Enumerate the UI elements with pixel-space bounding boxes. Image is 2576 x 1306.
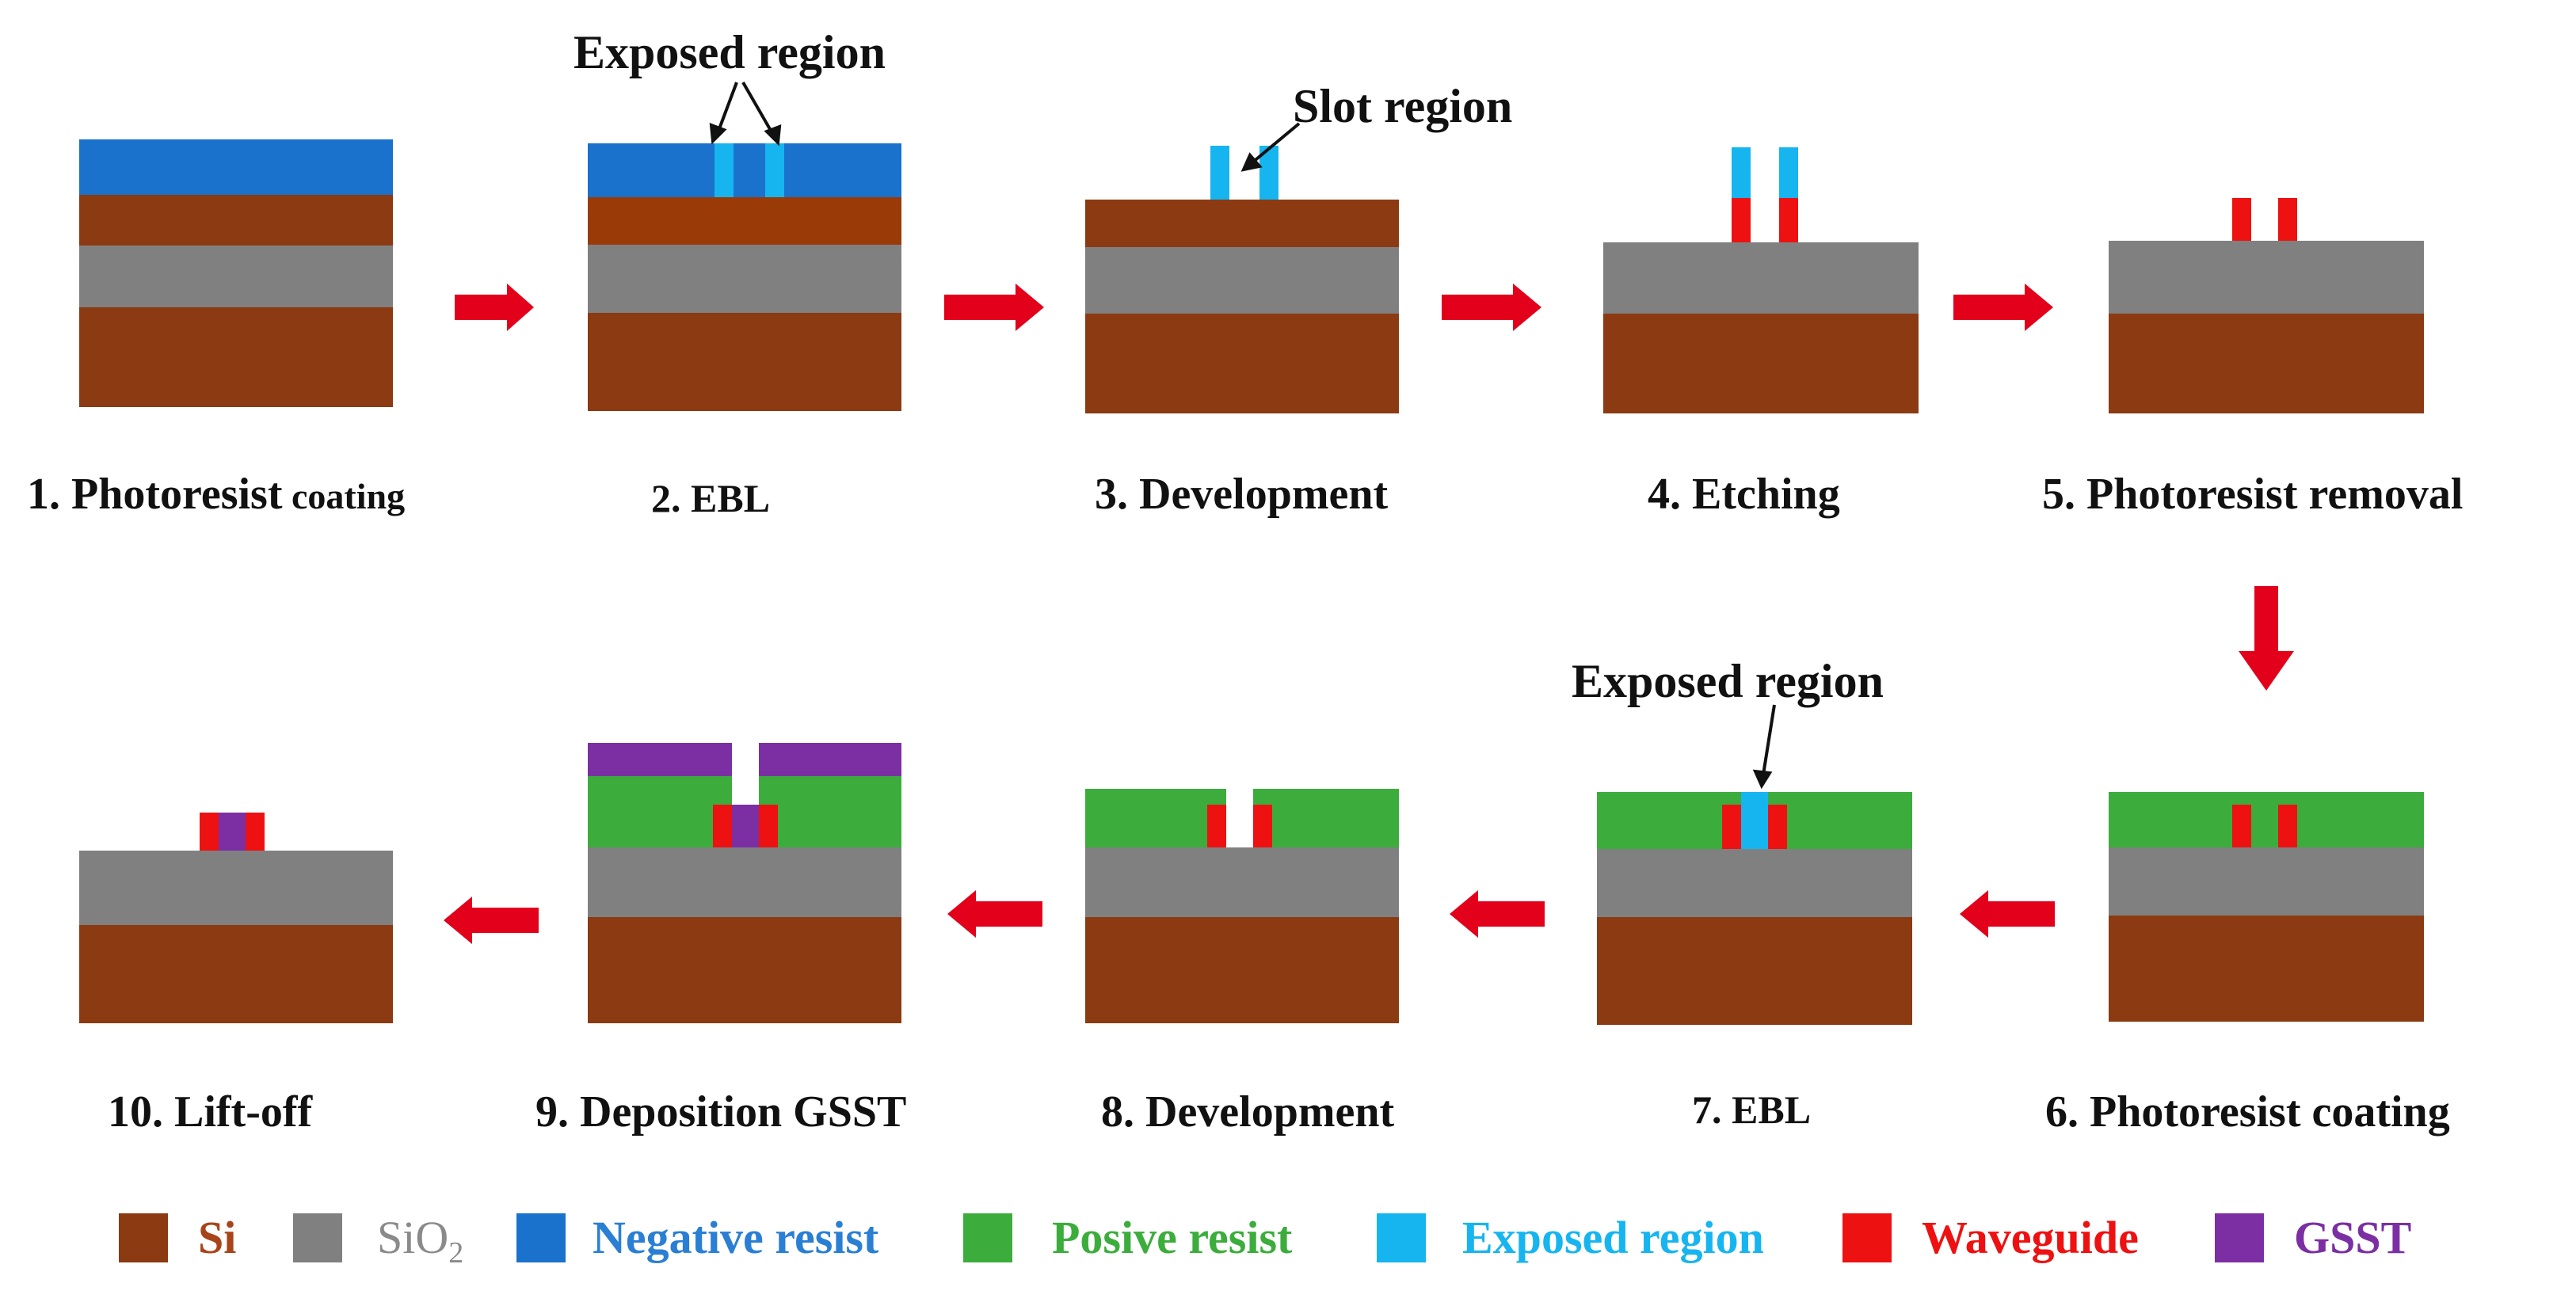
exposed-region-top-pointers <box>709 82 782 147</box>
si-top-layer <box>79 195 393 246</box>
caption-step-7: 7. EBL <box>1692 1087 1812 1132</box>
waveguide-right <box>2278 805 2297 847</box>
legend-label-sio2-main: SiO <box>377 1212 449 1263</box>
positive-resist-right <box>759 776 901 847</box>
legend-label-exposed-region: Exposed region <box>1462 1212 1764 1263</box>
caption-step-4: 4. Etching <box>1648 470 1840 519</box>
waveguide-right <box>2278 198 2297 241</box>
exposed-region <box>1741 792 1768 849</box>
waveguide-left <box>1722 805 1741 849</box>
annotation-slot-region: Slot region <box>1293 80 1513 132</box>
arrow-right-3-4 <box>1442 284 1541 331</box>
arrow-left-7-8 <box>1450 890 1545 938</box>
legend-swatch-positive-resist <box>963 1213 1012 1262</box>
caption-step-9: 9. Deposition GSST <box>535 1087 907 1137</box>
positive-resist-right <box>1253 789 1399 847</box>
exposed-region-left <box>1210 146 1229 200</box>
arrow-left-6-7 <box>1960 890 2055 938</box>
exposed-region-left <box>1732 147 1751 198</box>
sio2-layer <box>1603 242 1919 314</box>
arrow-down-5-6 <box>2239 586 2294 691</box>
legend-swatch-gsst <box>2215 1213 2264 1262</box>
gsst-top-right <box>759 743 901 776</box>
legend-swatch-sio2 <box>293 1213 342 1262</box>
exposed-region-left <box>714 143 734 197</box>
legend-label-gsst: GSST <box>2294 1212 2412 1263</box>
annotation-exposed-region-top: Exposed region <box>574 26 886 78</box>
si-substrate <box>1085 917 1399 1023</box>
gsst-fill <box>219 813 246 851</box>
waveguide-right <box>1779 198 1798 242</box>
si-substrate <box>79 925 393 1023</box>
arrow-right-2-3 <box>944 284 1044 331</box>
waveguide-left <box>2232 198 2251 241</box>
legend-label-waveguide: Waveguide <box>1922 1212 2139 1263</box>
waveguide-left <box>1732 198 1751 242</box>
sio2-layer <box>1597 849 1912 917</box>
exposed-region-right <box>1779 147 1798 198</box>
si-substrate <box>1085 314 1399 413</box>
sio2-layer <box>79 851 393 925</box>
positive-resist-left <box>1085 789 1226 847</box>
si-top-layer <box>588 197 901 245</box>
sio2-layer <box>2109 847 2424 916</box>
legend-swatch-negative-resist <box>516 1213 566 1262</box>
waveguide-right <box>759 805 778 847</box>
caption-step-6: 6. Photoresist coating <box>2045 1087 2450 1137</box>
legend-swatch-waveguide <box>1842 1213 1892 1262</box>
positive-resist-layer <box>2109 792 2424 847</box>
waveguide-right <box>1768 805 1787 849</box>
waveguide-left <box>713 805 732 847</box>
legend-swatch-exposed-region <box>1377 1213 1426 1262</box>
positive-resist-left <box>588 776 732 847</box>
si-substrate <box>1603 314 1919 413</box>
caption-step-1-small: coating <box>282 476 406 516</box>
annotation-exposed-region-bottom: Exposed region <box>1572 655 1884 707</box>
legend-label-sio2: SiO2 <box>377 1212 464 1270</box>
waveguide-right <box>1253 805 1272 847</box>
legend-label-si: Si <box>198 1212 237 1263</box>
caption-step-10: 10. Lift-off <box>108 1087 313 1137</box>
waveguide-left <box>200 813 219 851</box>
caption-step-1: 1. Photoresist coating <box>27 472 405 516</box>
slot-region-pointer <box>1240 122 1301 172</box>
arrow-right-4-5 <box>1953 284 2053 331</box>
gsst-fill <box>732 805 759 847</box>
legend-label-sio2-sub: 2 <box>448 1236 464 1270</box>
legend-label-negative-resist: Negative resist <box>593 1212 879 1263</box>
waveguide-left <box>1207 805 1226 847</box>
caption-step-3: 3. Development <box>1095 470 1389 519</box>
si-top-layer <box>1085 200 1399 247</box>
negative-resist-layer <box>588 143 901 197</box>
legend-swatch-si <box>119 1213 168 1262</box>
si-substrate <box>2109 314 2424 413</box>
caption-step-8: 8. Development <box>1101 1087 1395 1137</box>
caption-step-5: 5. Photoresist removal <box>2042 470 2464 519</box>
exposed-region-right <box>765 143 784 197</box>
sio2-layer <box>1085 247 1399 314</box>
caption-step-1-main: 1. Photoresist <box>27 470 283 519</box>
sio2-layer <box>79 246 393 307</box>
sio2-layer <box>588 245 901 313</box>
arrow-left-8-9 <box>947 890 1042 938</box>
exposed-region-bottom-pointer <box>1752 704 1776 790</box>
si-substrate <box>2109 916 2424 1022</box>
si-substrate <box>79 307 393 407</box>
gsst-top-left <box>588 743 732 776</box>
sio2-layer <box>588 847 901 917</box>
si-substrate <box>588 313 901 411</box>
waveguide-right <box>246 813 265 851</box>
caption-step-2: 2. EBL <box>651 476 771 520</box>
negative-resist-layer <box>79 139 393 195</box>
si-substrate <box>588 917 901 1023</box>
sio2-layer <box>1085 847 1399 917</box>
arrow-right-1-2 <box>455 284 534 331</box>
si-substrate <box>1597 917 1912 1025</box>
waveguide-left <box>2232 805 2251 847</box>
legend-label-positive-resist: Posive resist <box>1052 1212 1293 1263</box>
arrow-left-9-10 <box>444 897 539 944</box>
sio2-layer <box>2109 241 2424 314</box>
